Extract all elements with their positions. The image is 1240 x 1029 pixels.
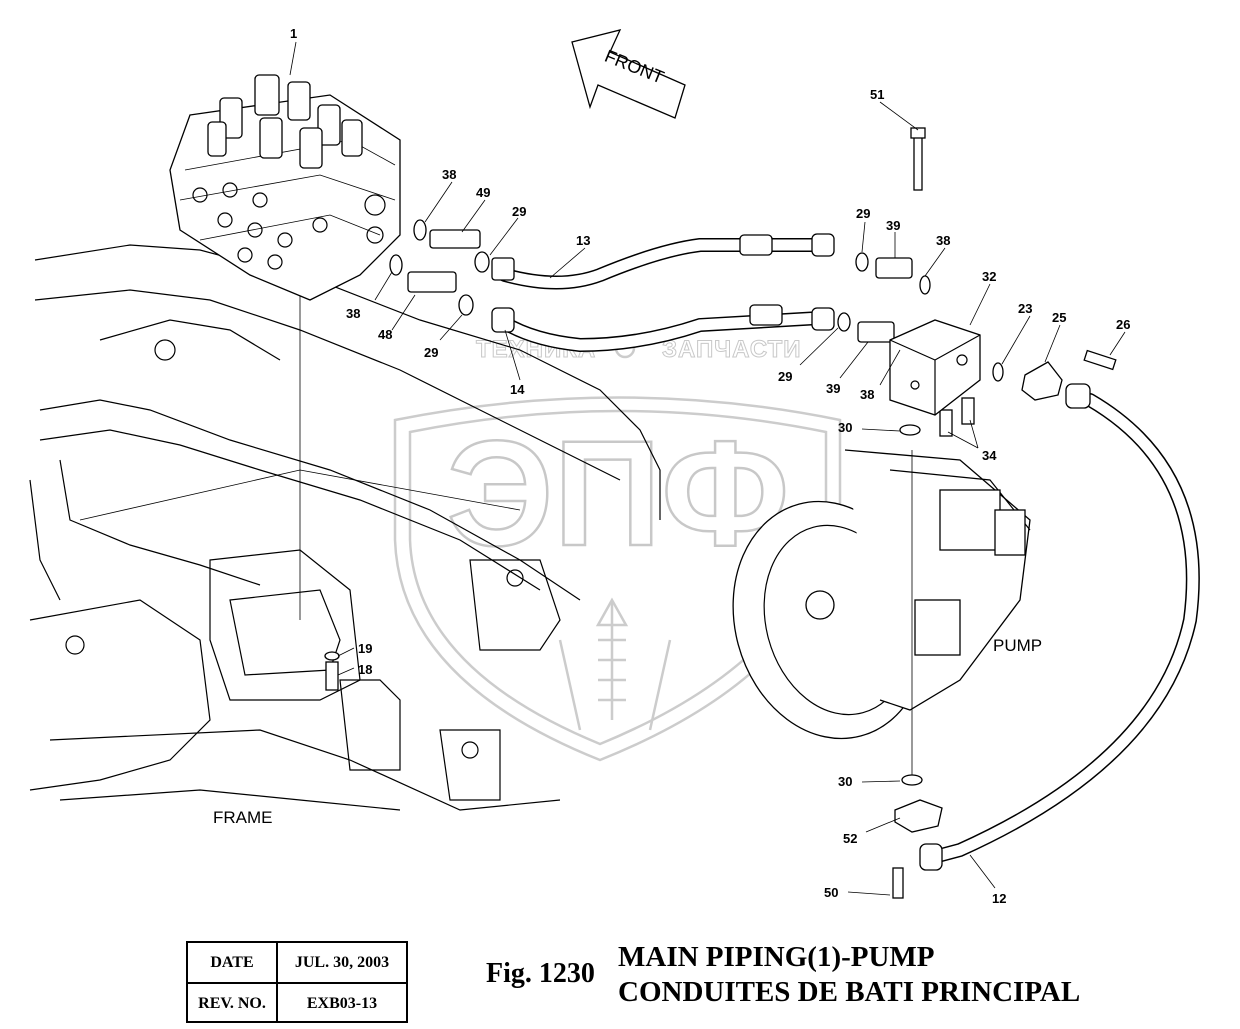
callout-49: 49: [476, 185, 490, 200]
watermark-center-text: ЭПФ: [447, 409, 790, 577]
figure-number: Fig. 1230: [486, 958, 595, 989]
callout-38: 38: [442, 167, 456, 182]
watermark-right-text: ЗАПЧАСТИ: [662, 336, 802, 363]
leader-lines: [289, 41, 1126, 896]
callout-32: 32: [982, 269, 996, 284]
callout-29: 29: [512, 204, 526, 219]
callout-1: 1: [290, 26, 297, 41]
callout-25: 25: [1052, 310, 1066, 325]
callout-38: 38: [860, 387, 874, 402]
control-valve: [169, 74, 401, 301]
callout-26: 26: [1116, 317, 1130, 332]
revision-value: EXB03-13: [306, 994, 378, 1012]
watermark: ЭПФ ТЕХНИКА ЗАПЧАСТИ: [393, 336, 842, 762]
callout-29: 29: [778, 369, 792, 384]
callout-14: 14: [510, 382, 525, 397]
callout-38: 38: [936, 233, 950, 248]
hose-12: [919, 383, 1200, 871]
pump-assembly: [732, 449, 1031, 775]
revision-row: REV. NO. EXB03-13: [188, 982, 406, 1023]
revision-table: DATE JUL. 30, 2003 REV. NO. EXB03-13: [186, 941, 408, 1023]
hose-13: [498, 233, 835, 290]
front-direction-arrow: FRONT: [571, 29, 686, 119]
callout-12: 12: [992, 891, 1006, 906]
callout-29: 29: [856, 206, 870, 221]
wheat-icon: [558, 597, 672, 731]
callout-23: 23: [1018, 301, 1032, 316]
callout-48: 48: [378, 327, 392, 342]
callout-39: 39: [886, 218, 900, 233]
callout-39: 39: [826, 381, 840, 396]
callout-38: 38: [346, 306, 360, 321]
callout-13: 13: [576, 233, 590, 248]
figure-title-line-1: MAIN PIPING(1)-PUMP: [618, 941, 935, 973]
revision-label: REV. NO.: [188, 984, 278, 1023]
frame-drawing: [29, 244, 661, 811]
callout-29: 29: [424, 345, 438, 360]
figure-title-line-2: CONDUITES DE BATI PRINCIPAL: [618, 976, 1081, 1008]
date-row: DATE JUL. 30, 2003: [188, 943, 406, 982]
callout-30: 30: [838, 774, 852, 789]
callout-18: 18: [358, 662, 372, 677]
date-value: JUL. 30, 2003: [294, 953, 390, 971]
pump-label: PUMP: [993, 636, 1042, 655]
callout-51: 51: [870, 87, 884, 102]
callout-30: 30: [838, 420, 852, 435]
frame-label: FRAME: [213, 808, 273, 827]
callout-numbers: 1 51 38 49 29 13 29 39 38 32 23 25 26 38…: [290, 26, 1130, 906]
callout-50: 50: [824, 885, 838, 900]
hose-14: [491, 304, 835, 353]
callout-19: 19: [358, 641, 372, 656]
callout-52: 52: [843, 831, 857, 846]
date-label: DATE: [188, 943, 278, 982]
figure-title: MAIN PIPING(1)-PUMP CONDUITES DE BATI PR…: [618, 940, 1080, 1010]
callout-34: 34: [982, 448, 997, 463]
manifold-block: [889, 319, 981, 416]
